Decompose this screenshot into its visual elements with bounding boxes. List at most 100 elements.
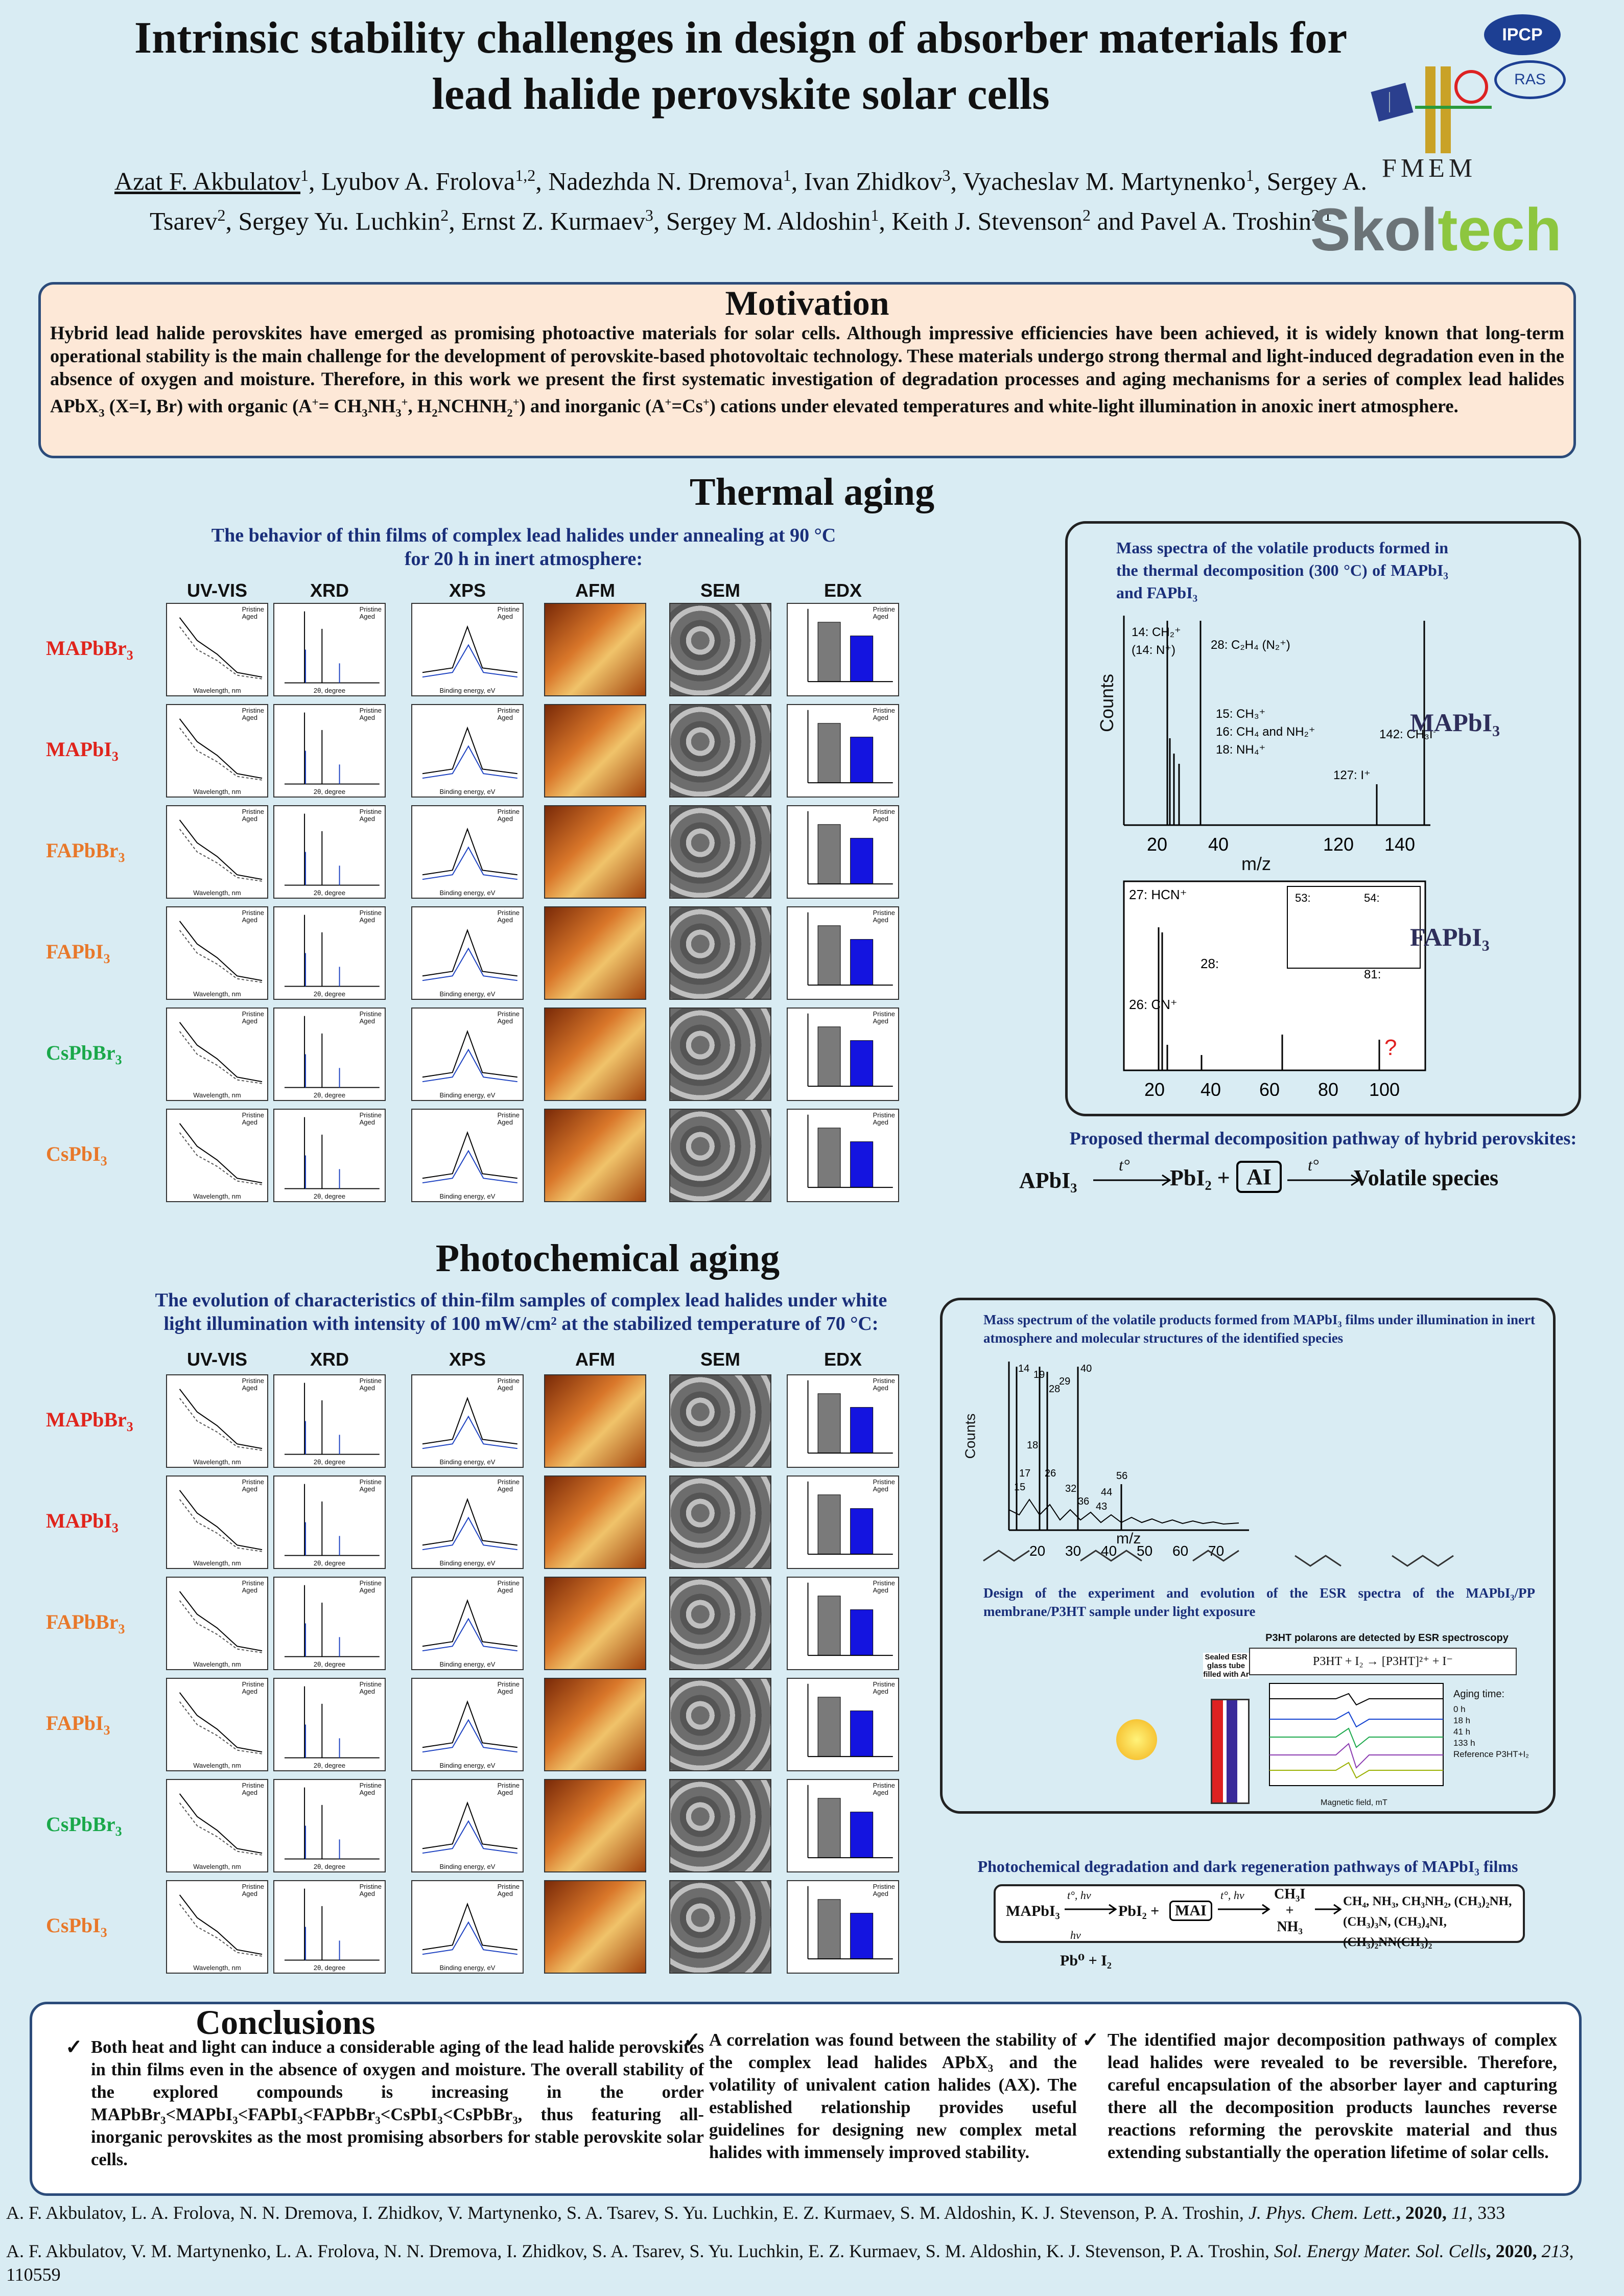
- checkmark-icon: ✓: [65, 2035, 83, 2058]
- title-line-2: lead halide perovskite solar cells: [432, 69, 1050, 119]
- svg-text:(14: N⁺): (14: N⁺): [1132, 643, 1175, 657]
- panel-x-label: 2θ, degree: [313, 1559, 346, 1567]
- photo-afm-image: [544, 1678, 646, 1771]
- fmem-logo: FMEM: [1382, 154, 1477, 183]
- svg-text:56: 56: [1116, 1470, 1127, 1482]
- photo-afm-image: [544, 1577, 646, 1670]
- pathway-product: Volatile species: [1354, 1165, 1499, 1190]
- photo-material-label: FAPbBr3: [46, 1610, 125, 1636]
- photo-material-label: FAPbI3: [46, 1712, 110, 1738]
- photo-sem-image: [669, 1779, 771, 1872]
- pathway-arrow-1-icon: [1093, 1174, 1171, 1186]
- panel-x-label: Wavelength, nm: [193, 990, 241, 998]
- thermal-afm-image: [544, 805, 646, 899]
- panel-x-label: Binding energy, eV: [439, 1863, 496, 1870]
- svg-text:44: 44: [1101, 1487, 1112, 1498]
- panel-x-label: Wavelength, nm: [193, 1192, 241, 1200]
- panel-x-label: Binding energy, eV: [439, 1458, 496, 1466]
- panel-x-label: Wavelength, nm: [193, 889, 241, 897]
- svg-text:36: 36: [1078, 1496, 1089, 1507]
- svg-text:28: 28: [1049, 1384, 1060, 1395]
- ms1-xlabel: m/z: [1241, 853, 1271, 874]
- regen-arrow-2-icon: [1218, 1904, 1270, 1915]
- thermal-sem-image: [669, 1109, 771, 1202]
- panel-x-label: Wavelength, nm: [193, 1863, 241, 1870]
- panel-x-label: Binding energy, eV: [439, 1660, 496, 1668]
- thermal-material-label: CsPbBr3: [46, 1041, 122, 1067]
- thermal-material-label: FAPbI3: [46, 940, 110, 966]
- svg-text:27: HCN⁺: 27: HCN⁺: [1129, 887, 1187, 902]
- svg-text:40: 40: [1201, 1079, 1221, 1096]
- panel-x-label: 2θ, degree: [313, 1660, 346, 1668]
- mapbi3-ms-label: MAPbI₃: [1410, 708, 1500, 737]
- thermal-subtitle: The behavior of thin films of complex le…: [211, 525, 836, 570]
- panel-x-label: Wavelength, nm: [193, 687, 241, 694]
- svg-text:30: 30: [1065, 1543, 1081, 1559]
- presenting-author: Azat F. Akbulatov: [114, 167, 301, 196]
- photo-material-label: MAPbBr3: [46, 1408, 133, 1434]
- photo-afm-image: [544, 1779, 646, 1872]
- svg-text:53:: 53:: [1295, 892, 1311, 904]
- svg-text:28:: 28:: [1201, 956, 1219, 971]
- thermal-sem-image: [669, 704, 771, 798]
- panel-x-label: Wavelength, nm: [193, 1762, 241, 1769]
- ms1-tick-120: 120: [1323, 834, 1354, 855]
- svg-text:26: CN⁺: 26: CN⁺: [1129, 997, 1178, 1012]
- svg-text:127: I⁺: 127: I⁺: [1333, 768, 1371, 782]
- svg-text:81:: 81:: [1364, 968, 1381, 981]
- conclusions-heading: Conclusions: [196, 2003, 375, 2042]
- thermal-sem-image: [669, 906, 771, 1000]
- pathway-title: Proposed thermal decomposition pathway o…: [1069, 1128, 1577, 1149]
- svg-text:60: 60: [1259, 1079, 1280, 1096]
- ms1-tick-40: 40: [1208, 834, 1229, 855]
- svg-text:14: CH₂⁺: 14: CH₂⁺: [1132, 625, 1181, 639]
- photo-ms-title: Mass spectrum of the volatile products f…: [983, 1312, 1535, 1346]
- panel-x-label: Binding energy, eV: [439, 687, 496, 694]
- svg-text:18: NH₄⁺: 18: NH₄⁺: [1216, 743, 1265, 757]
- ras-logo: RAS: [1494, 60, 1566, 99]
- panel-x-label: Wavelength, nm: [193, 1660, 241, 1668]
- svg-text:50: 50: [1137, 1543, 1152, 1559]
- svg-text:40: 40: [1080, 1363, 1092, 1374]
- thermal-afm-image: [544, 1109, 646, 1202]
- svg-text:142: CH₃I⁺: 142: CH₃I⁺: [1379, 728, 1435, 741]
- pathway-reactant: APbI₃: [1019, 1168, 1077, 1193]
- svg-text:15: CH₃⁺: 15: CH₃⁺: [1216, 707, 1265, 721]
- author-list: Azat F. Akbulatov1, Lyubov A. Frolova1,2…: [114, 166, 1367, 236]
